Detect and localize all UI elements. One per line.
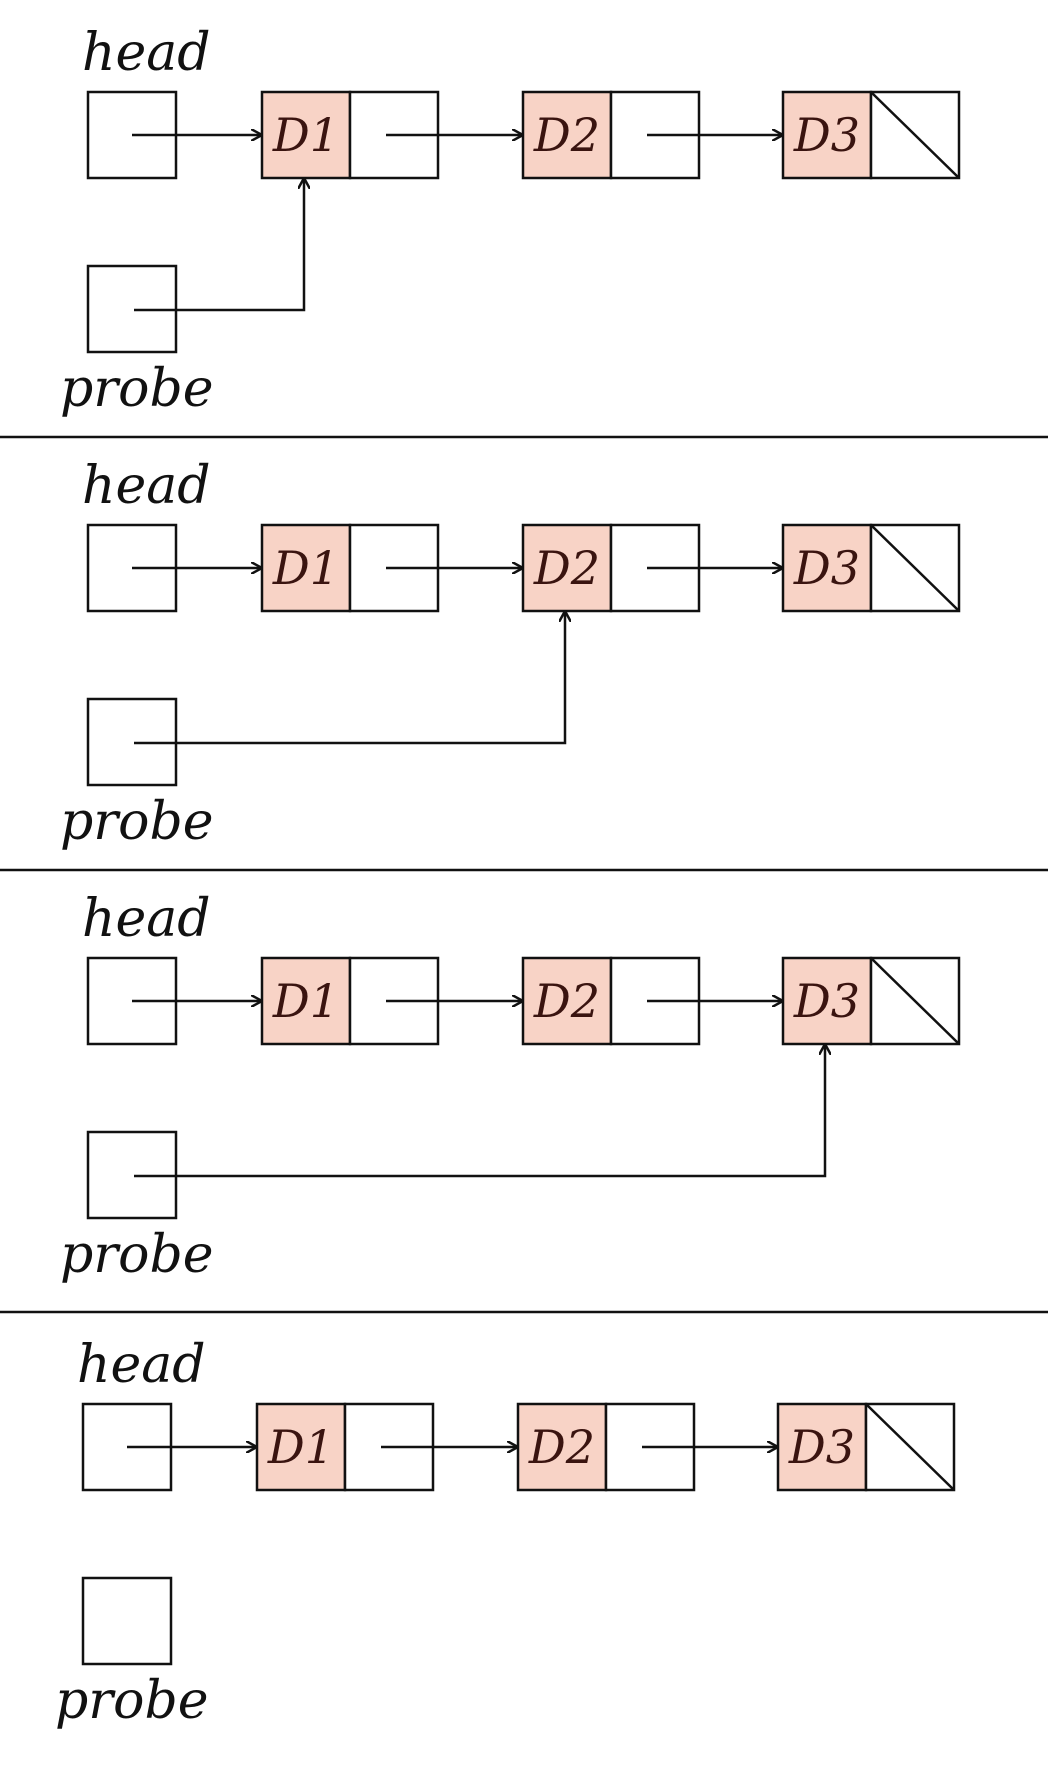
head-label: head [82,23,211,83]
node-label: D2 [533,974,600,1028]
node-d2: D2 [521,90,783,180]
node-label: D1 [272,541,339,595]
node-d2: D2 [516,1402,778,1492]
probe-pointer-box [81,1576,173,1666]
node-label: D2 [533,541,600,595]
node-label: D3 [793,974,860,1028]
node-label: D1 [272,108,339,162]
node-d3: D3 [781,956,961,1046]
null-pointer-slash [870,524,960,612]
node-d1: D1 [255,1402,518,1492]
node-d1: D1 [260,956,523,1046]
node-d3: D3 [776,1402,956,1492]
node-d2: D2 [521,523,783,613]
head-label: head [77,1335,206,1395]
node-label: D3 [788,1420,855,1474]
node-label: D3 [793,108,860,162]
node-data-cell [521,956,613,1046]
probe-to-d3-arrow [134,1044,825,1178]
node-d2: D2 [521,956,783,1046]
null-pointer-slash [870,91,960,179]
probe-to-d2-arrow [134,611,565,745]
head-label: head [82,889,211,949]
node-d1: D1 [260,90,523,180]
node-d3: D3 [781,523,961,613]
null-pointer-slash [865,1403,955,1491]
node-label: D2 [533,108,600,162]
node-data-cell [516,1402,608,1492]
node-data-cell [781,523,873,613]
probe-label: probe [60,792,214,852]
node-label: D1 [267,1420,334,1474]
probe-label: probe [60,359,214,419]
node-d3: D3 [781,90,961,180]
node-label: D3 [793,541,860,595]
probe-label: probe [55,1671,209,1731]
null-pointer-slash [870,957,960,1045]
node-d1: D1 [260,523,523,613]
head-label: head [82,456,211,516]
node-label: D2 [528,1420,595,1474]
node-data-cell [776,1402,868,1492]
node-data-cell [260,956,352,1046]
node-data-cell [781,956,873,1046]
node-data-cell [255,1402,347,1492]
probe-to-d1-arrow [134,178,304,312]
node-data-cell [781,90,873,180]
node-label: D1 [272,974,339,1028]
node-data-cell [260,523,352,613]
node-data-cell [260,90,352,180]
probe-label: probe [60,1225,214,1285]
node-data-cell [521,90,613,180]
